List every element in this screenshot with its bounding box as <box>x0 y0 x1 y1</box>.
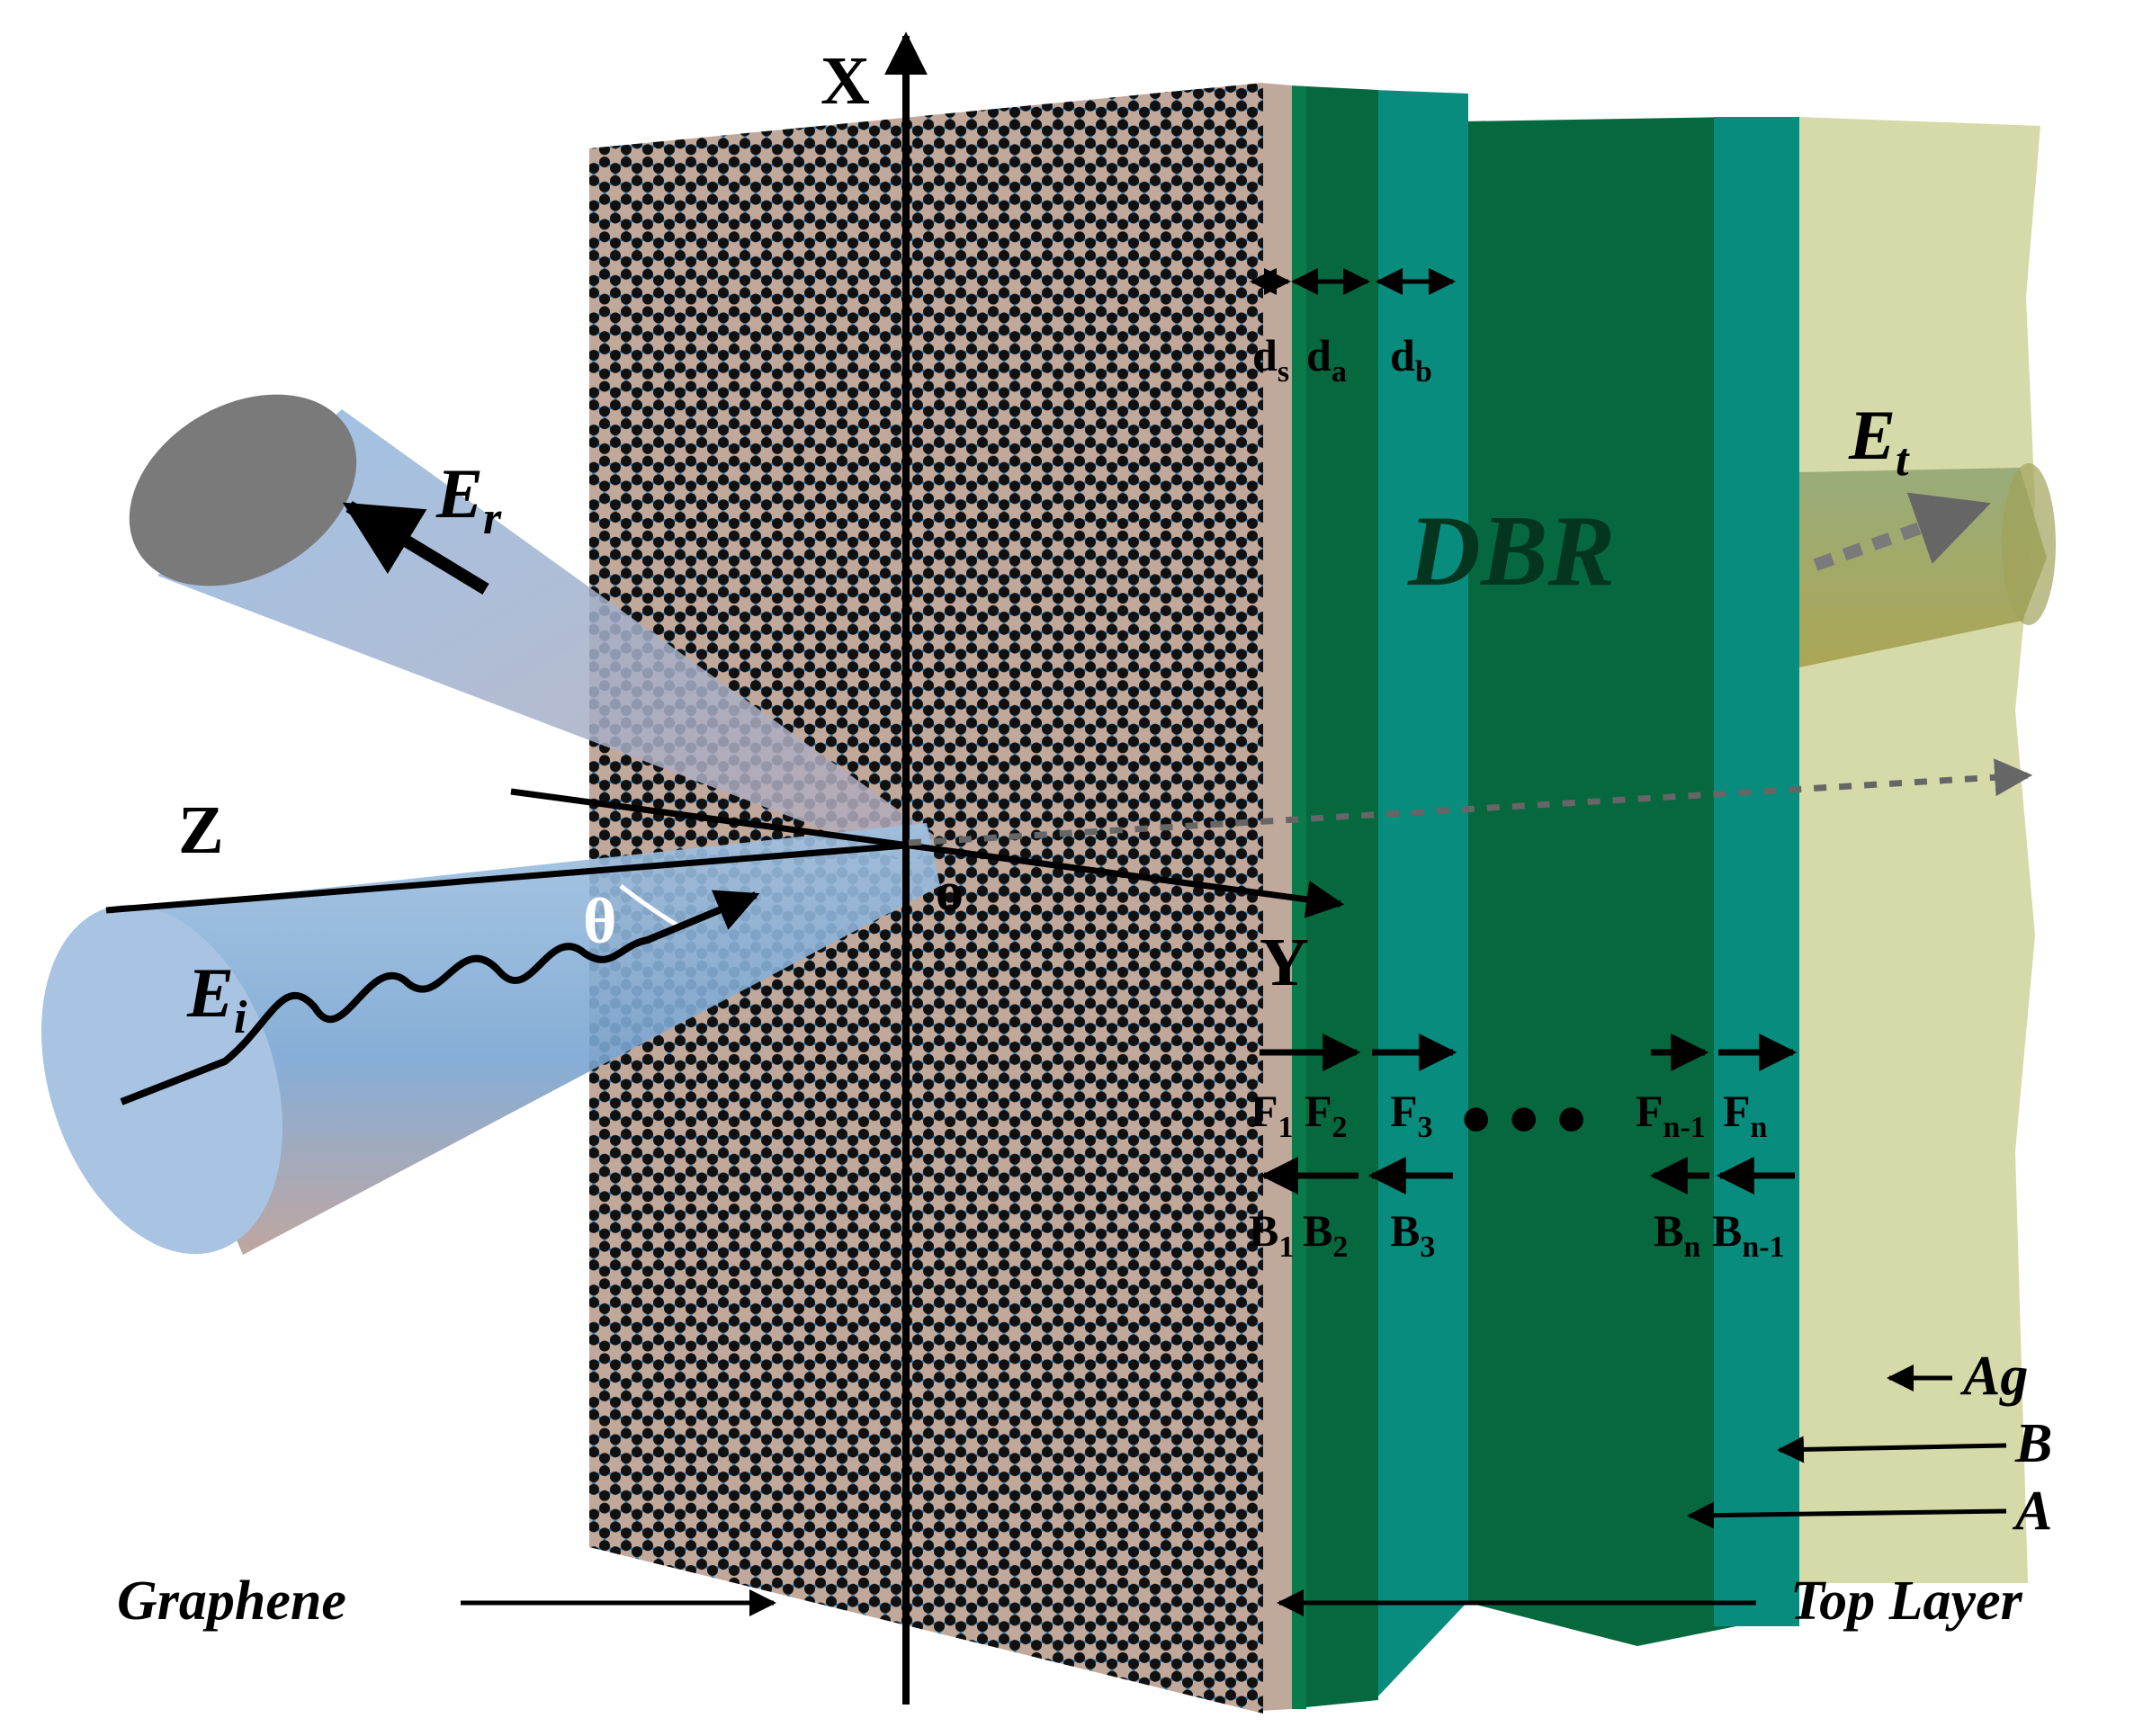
forward-label-3: F3 <box>1390 1086 1433 1144</box>
z-axis <box>105 842 907 914</box>
axis-dotted-extension <box>908 758 2033 846</box>
b-label: B <box>2014 1413 2052 1474</box>
forward-label-n: Fn <box>1723 1086 1768 1144</box>
transmitted-field-label: Et <box>1848 396 1910 486</box>
ag-label: Ag <box>1959 1346 2028 1407</box>
top-layer-label: Top Layer <box>1790 1570 2023 1632</box>
dbr-label: DBR <box>1407 496 1615 607</box>
z-axis-label: Z <box>178 792 224 868</box>
dbr-layer-a-back <box>1462 117 1736 1646</box>
backward-label-1: B1 <box>1249 1205 1294 1264</box>
a-label: A <box>2012 1481 2052 1542</box>
graphene-label: Graphene <box>117 1570 346 1632</box>
reflected-field-label: Er <box>435 454 502 544</box>
thickness-label-ds: ds <box>1252 330 1289 389</box>
y-axis <box>510 788 1345 918</box>
incident-field-label: Ei <box>186 953 247 1043</box>
backward-label-n: Bn <box>1654 1205 1700 1264</box>
x-axis-label: X <box>820 43 870 119</box>
forward-label-1: F1 <box>1251 1086 1294 1144</box>
layer-ellipsis: ● ● ● <box>1459 1087 1588 1148</box>
dbr-layer-b-front <box>1375 90 1468 1700</box>
reflected-arrow <box>342 501 489 595</box>
backward-label-3: B3 <box>1390 1205 1435 1264</box>
forward-label-2: F2 <box>1305 1086 1348 1144</box>
angle-arc <box>619 884 681 929</box>
thickness-label-da: da <box>1306 330 1347 389</box>
y-axis-label: Y <box>1260 925 1309 1000</box>
graphene-lattice <box>589 83 1263 1714</box>
angle-label: θ <box>583 885 617 957</box>
pointer-arrows <box>461 1365 2007 1616</box>
backward-label-2: B2 <box>1303 1205 1348 1264</box>
forward-label-n-1: Fn-1 <box>1636 1086 1706 1144</box>
origin-label: o <box>936 862 964 923</box>
incident-wave-arrow <box>120 890 760 1105</box>
backward-label-n-1: Bn-1 <box>1712 1205 1785 1264</box>
dbr-layer-b-back <box>1714 117 1799 1626</box>
incident-beam <box>41 823 940 1255</box>
thickness-label-db: db <box>1390 330 1432 389</box>
